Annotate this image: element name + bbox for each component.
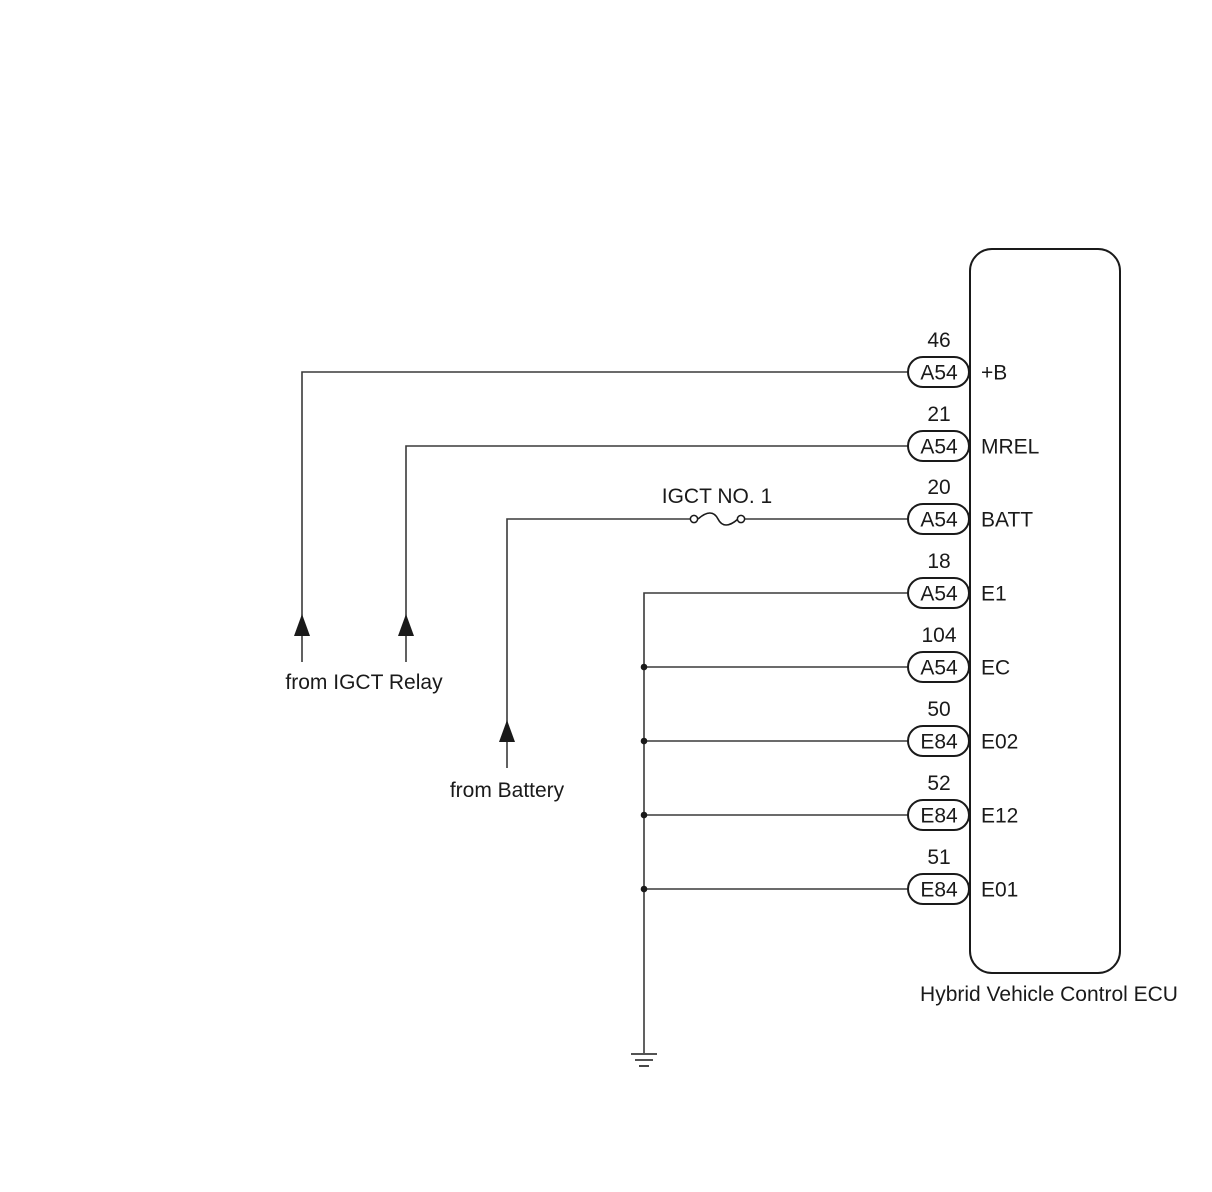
arrow-up-icon xyxy=(294,614,310,636)
pin-number: 18 xyxy=(927,550,950,573)
pin-number: 21 xyxy=(927,403,950,426)
connector-label: A54 xyxy=(920,657,958,680)
arrow-up-icon xyxy=(398,614,414,636)
arrow-up-icon xyxy=(499,720,515,742)
pin-number: 104 xyxy=(921,624,956,647)
source-igct-relay-label: from IGCT Relay xyxy=(285,671,443,694)
junction-dot xyxy=(640,737,648,745)
connector-label: E84 xyxy=(920,805,958,828)
connector-label: E84 xyxy=(920,731,958,754)
pin-number: 51 xyxy=(927,846,950,869)
signal-label: MREL xyxy=(981,436,1039,459)
signal-label: E01 xyxy=(981,879,1018,902)
connector-oval xyxy=(907,725,970,757)
ground-icon xyxy=(631,1053,657,1067)
connector-oval xyxy=(907,577,970,609)
ecu-pin-b: A54 46 +B xyxy=(907,329,1007,388)
connector-oval xyxy=(907,503,970,535)
junction-dot xyxy=(640,811,648,819)
connector-label: A54 xyxy=(920,583,958,606)
connector-oval xyxy=(907,430,970,462)
ecu-box xyxy=(969,248,1121,974)
fuse-terminal-left xyxy=(689,514,699,524)
fuse-igct-no1 xyxy=(689,512,746,526)
pin-number: 52 xyxy=(927,772,950,795)
signal-label: +B xyxy=(981,362,1007,385)
signal-label: E02 xyxy=(981,731,1018,754)
fuse-element xyxy=(697,512,739,526)
connector-oval xyxy=(907,799,970,831)
ecu-label: Hybrid Vehicle Control ECU xyxy=(920,983,1178,1006)
wire-plus-b xyxy=(301,371,908,662)
pin-number: 50 xyxy=(927,698,950,721)
pin-number: 46 xyxy=(927,329,950,352)
connector-label: A54 xyxy=(920,362,958,385)
signal-label: EC xyxy=(981,657,1010,680)
signal-label: E1 xyxy=(981,583,1007,606)
connector-label: A54 xyxy=(920,509,958,532)
wire-mrel xyxy=(405,445,908,662)
signal-label: E12 xyxy=(981,805,1018,828)
signal-label: BATT xyxy=(981,509,1033,532)
connector-label: A54 xyxy=(920,436,958,459)
junction-dot xyxy=(640,885,648,893)
connector-oval xyxy=(907,356,970,388)
connector-oval xyxy=(907,873,970,905)
connector-oval xyxy=(907,651,970,683)
junction-dot xyxy=(640,663,648,671)
wire-e1 xyxy=(643,592,908,1053)
source-battery-label: from Battery xyxy=(450,779,565,802)
wire-batt-left xyxy=(506,518,694,768)
fuse-terminal-right xyxy=(736,514,746,524)
connector-label: E84 xyxy=(920,879,958,902)
pin-number: 20 xyxy=(927,476,950,499)
ecu-pin-group: A5446+BA5421MRELA5420BATTA5418E1A54104EC… xyxy=(907,329,1039,905)
fuse-label: IGCT NO. 1 xyxy=(662,485,772,508)
